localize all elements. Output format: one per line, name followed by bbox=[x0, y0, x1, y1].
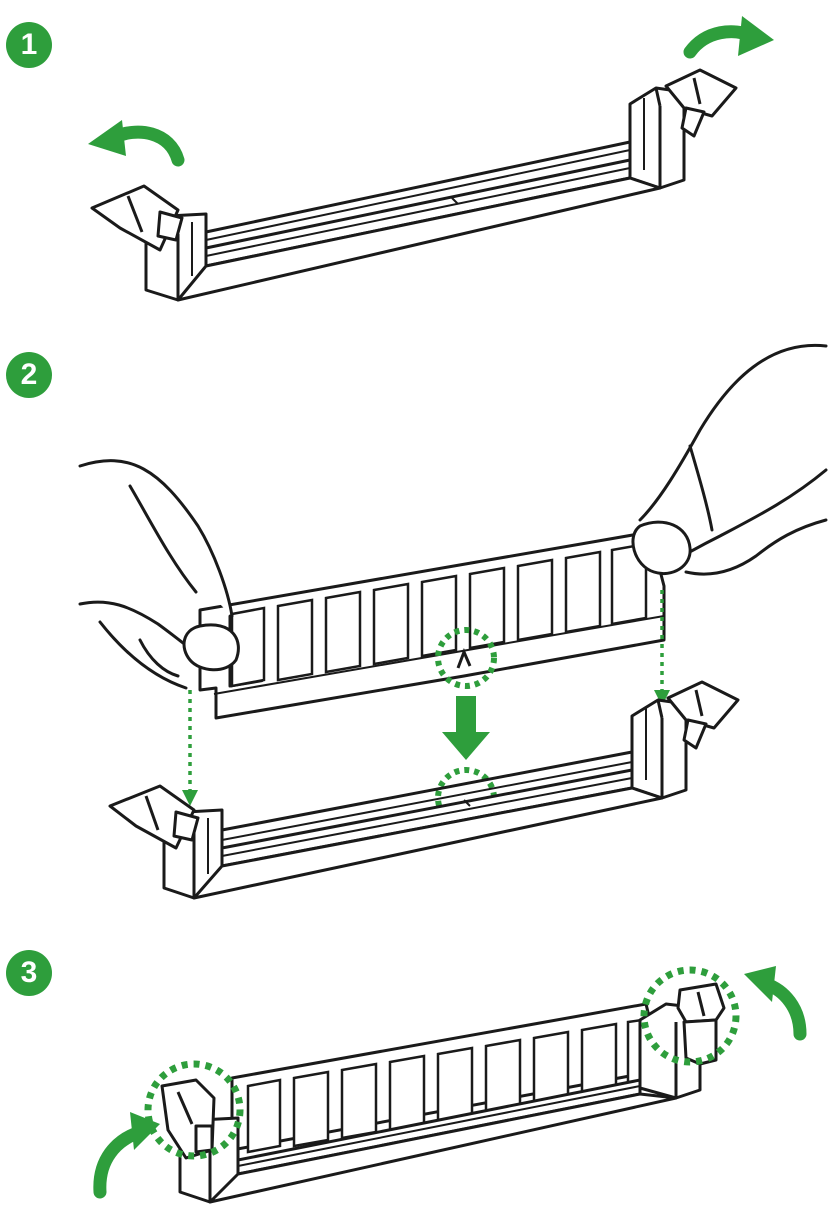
right-latch-close-arrow-icon bbox=[744, 966, 807, 1041]
left-latch-highlight bbox=[144, 1060, 244, 1160]
step-1: 1 bbox=[0, 0, 834, 320]
left-latch-close-arrow-icon bbox=[93, 1112, 160, 1199]
right-latch-open bbox=[666, 680, 740, 750]
step-3-illustration bbox=[93, 966, 807, 1204]
insert-down-arrow-icon bbox=[442, 696, 490, 760]
step-3-badge: 3 bbox=[6, 950, 52, 996]
step-1-illustration bbox=[88, 16, 774, 302]
left-latch-open-arrow-icon bbox=[88, 120, 185, 167]
right-guide-arrow-icon bbox=[654, 690, 670, 706]
step-3: 3 bbox=[0, 920, 834, 1218]
left-hand bbox=[78, 459, 240, 690]
right-latch-open-arrow-icon bbox=[683, 16, 774, 59]
step-1-badge: 1 bbox=[6, 22, 52, 68]
dimm-slot bbox=[162, 698, 688, 900]
step-2: 2 bbox=[0, 320, 834, 920]
left-latch-open bbox=[90, 184, 184, 252]
left-latch-open bbox=[108, 784, 200, 850]
right-latch-closed bbox=[676, 982, 726, 1066]
right-hand bbox=[631, 343, 828, 576]
step-2-illustration bbox=[78, 343, 828, 900]
left-guide-arrow-icon bbox=[182, 790, 198, 806]
alignment-guides bbox=[188, 590, 664, 798]
right-latch-open bbox=[664, 68, 738, 138]
step-2-badge: 2 bbox=[6, 352, 52, 398]
dimm-slot bbox=[144, 86, 686, 302]
right-latch-highlight bbox=[640, 966, 740, 1066]
module-notch-highlight bbox=[435, 627, 497, 689]
module-notch bbox=[456, 647, 472, 669]
